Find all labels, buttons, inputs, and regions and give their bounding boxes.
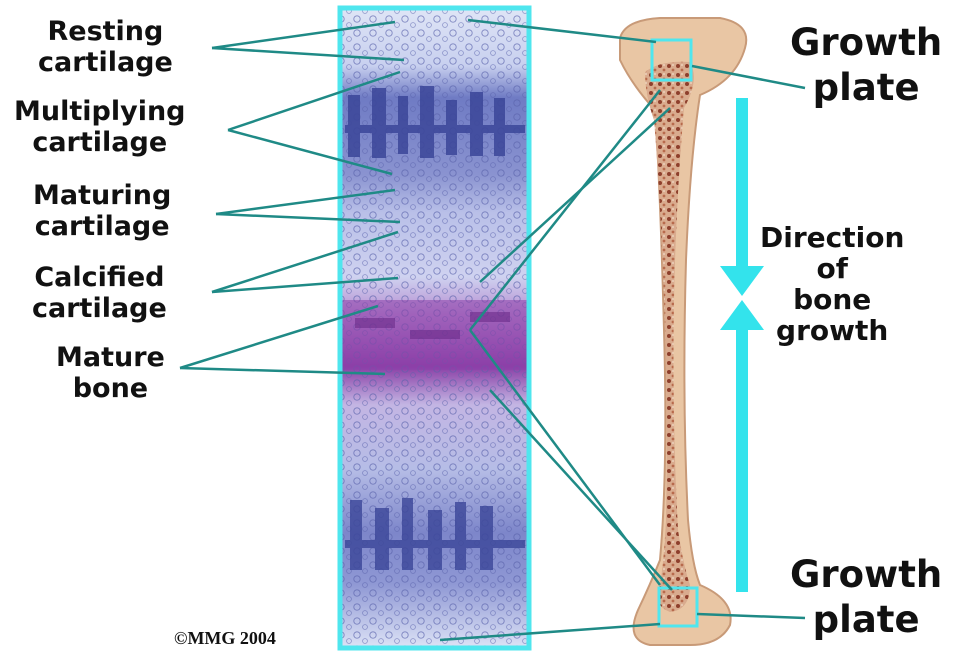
histology-column: [340, 8, 529, 648]
label-resting-cartilage: Resting cartilage: [38, 16, 173, 78]
label-growth-plate-top: Growth plate: [790, 20, 942, 110]
mature-bone-zone: [340, 300, 529, 370]
growth-direction-arrow: [720, 98, 764, 592]
label-mature-bone: Mature bone: [56, 342, 165, 404]
label-multiplying-cartilage: Multiplying cartilage: [14, 96, 186, 158]
label-direction-of-bone-growth: Direction of bone growth: [760, 222, 904, 346]
label-maturing-cartilage: Maturing cartilage: [33, 180, 171, 242]
copyright-notice: ©MMG 2004: [174, 628, 276, 649]
bone-illustration: [620, 18, 746, 645]
label-growth-plate-bottom: Growth plate: [790, 552, 942, 642]
label-calcified-cartilage: Calcified cartilage: [32, 262, 167, 324]
